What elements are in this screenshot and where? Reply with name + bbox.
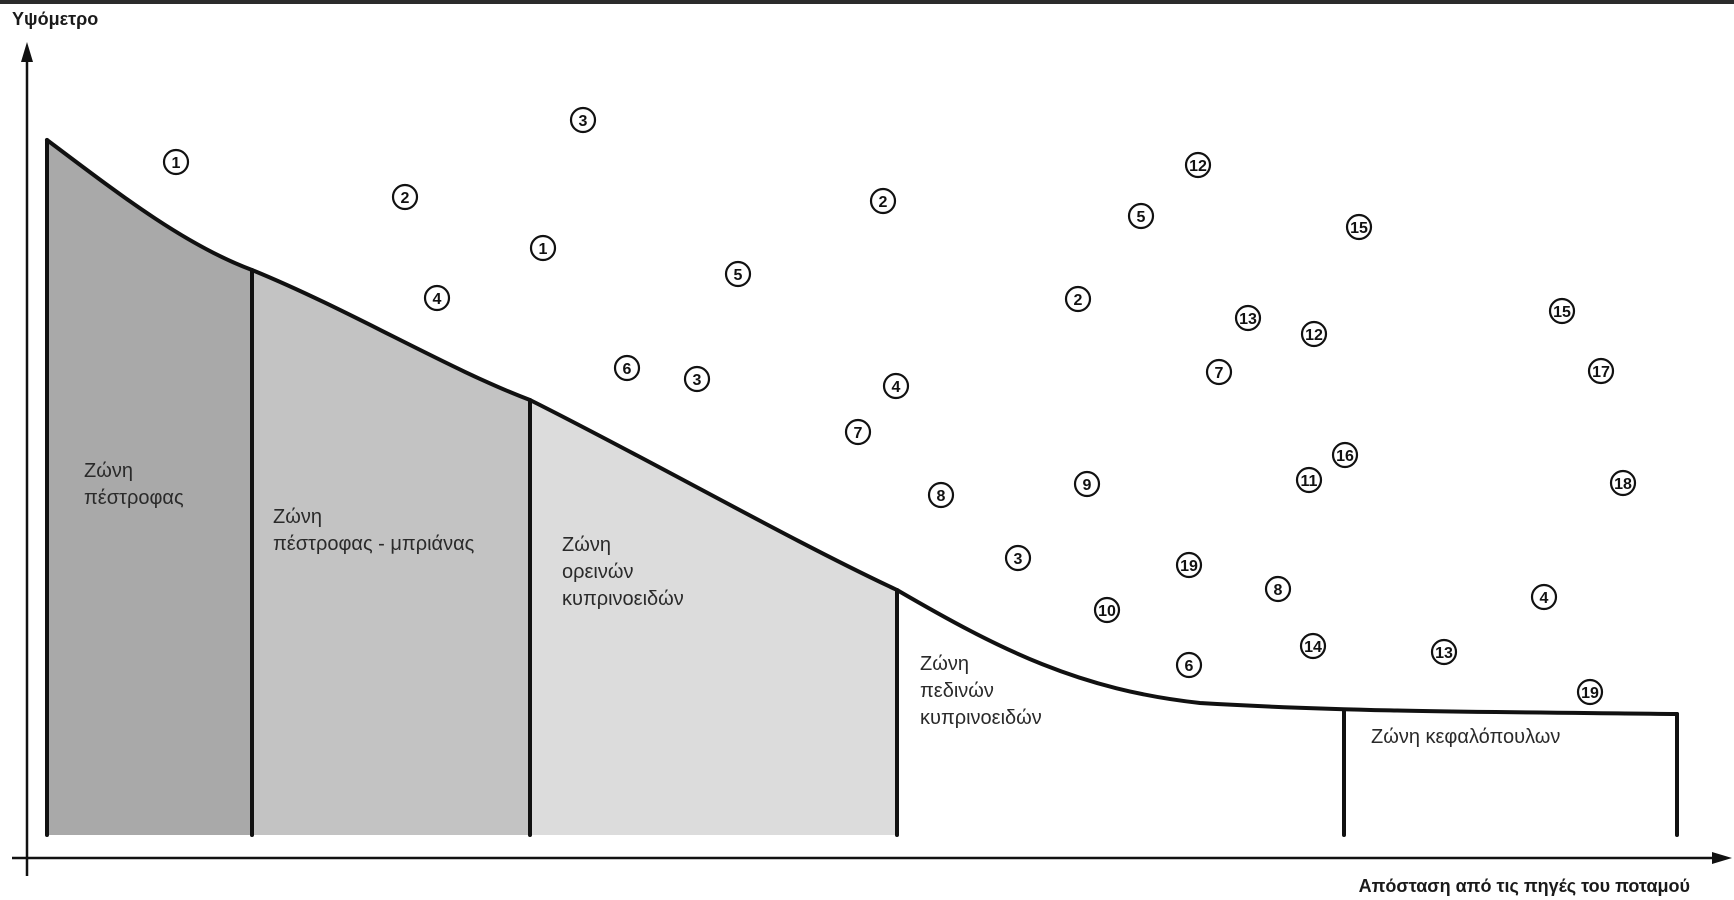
species-number-marker: 11 [1297, 468, 1321, 492]
species-number-marker: 15 [1550, 299, 1574, 323]
species-number-label: 18 [1614, 476, 1632, 493]
species-number-label: 8 [937, 488, 946, 505]
species-number-label: 6 [1185, 658, 1194, 675]
species-number-marker: 19 [1578, 680, 1602, 704]
species-number-marker: 4 [1532, 585, 1556, 609]
species-number-label: 9 [1083, 477, 1092, 494]
species-number-marker: 5 [726, 262, 750, 286]
species-number-marker: 3 [571, 108, 595, 132]
species-number-marker: 13 [1432, 640, 1456, 664]
species-number-marker: 10 [1095, 598, 1119, 622]
species-number-marker: 7 [1207, 360, 1231, 384]
y-axis-arrow [21, 42, 33, 62]
species-number-label: 4 [433, 291, 442, 308]
species-number-label: 14 [1304, 639, 1322, 656]
x-axis-arrow [1712, 852, 1732, 864]
species-number-label: 4 [892, 379, 901, 396]
species-number-label: 13 [1435, 645, 1453, 662]
species-number-label: 5 [1137, 209, 1146, 226]
species-number-label: 2 [879, 194, 888, 211]
species-number-marker: 17 [1589, 359, 1613, 383]
zone-mountain-cyprinid-area [530, 400, 897, 835]
species-number-label: 12 [1305, 327, 1323, 344]
species-number-marker: 14 [1301, 634, 1325, 658]
species-number-label: 3 [579, 113, 588, 130]
species-number-marker: 9 [1075, 472, 1099, 496]
species-number-marker: 1 [531, 236, 555, 260]
species-number-label: 1 [172, 155, 181, 172]
species-number-label: 7 [854, 425, 863, 442]
species-number-label: 1 [539, 241, 548, 258]
species-number-label: 15 [1350, 220, 1368, 237]
species-number-marker: 2 [393, 185, 417, 209]
species-number-label: 8 [1274, 582, 1283, 599]
species-number-label: 7 [1215, 365, 1224, 382]
species-number-label: 2 [401, 190, 410, 207]
species-number-marker: 4 [884, 374, 908, 398]
species-number-marker: 7 [846, 420, 870, 444]
species-number-label: 6 [623, 361, 632, 378]
zone-label-mullet: Ζώνη κεφαλόπουλων [1371, 724, 1560, 751]
species-number-marker: 2 [1066, 287, 1090, 311]
species-number-marker: 8 [929, 483, 953, 507]
species-number-label: 2 [1074, 292, 1083, 309]
species-number-label: 16 [1336, 448, 1354, 465]
species-number-marker: 5 [1129, 204, 1153, 228]
species-number-label: 3 [693, 372, 702, 389]
species-number-label: 19 [1180, 558, 1198, 575]
y-axis-label: Υψόμετρο [12, 9, 98, 30]
species-number-marker: 16 [1333, 443, 1357, 467]
species-number-marker: 13 [1236, 306, 1260, 330]
species-number-marker: 15 [1347, 215, 1371, 239]
species-number-marker: 6 [1177, 653, 1201, 677]
species-number-marker: 6 [615, 356, 639, 380]
species-number-label: 11 [1301, 473, 1318, 490]
species-number-label: 4 [1540, 590, 1549, 607]
species-number-marker: 3 [1006, 546, 1030, 570]
species-number-label: 3 [1014, 551, 1023, 568]
species-number-marker: 18 [1611, 471, 1635, 495]
species-number-marker: 8 [1266, 577, 1290, 601]
species-number-marker: 1 [164, 150, 188, 174]
species-number-marker: 12 [1186, 153, 1210, 177]
x-axis-label: Απόσταση από τις πηγές του ποταμού [1359, 876, 1690, 897]
species-number-marker: 2 [871, 189, 895, 213]
species-number-label: 10 [1098, 603, 1116, 620]
species-number-marker: 19 [1177, 553, 1201, 577]
species-number-label: 15 [1553, 304, 1571, 321]
species-number-label: 13 [1239, 311, 1257, 328]
species-number-label: 12 [1189, 158, 1207, 175]
species-number-label: 5 [734, 267, 743, 284]
species-number-marker: 4 [425, 286, 449, 310]
species-number-label: 19 [1581, 685, 1599, 702]
species-number-marker: 3 [685, 367, 709, 391]
species-number-marker: 12 [1302, 322, 1326, 346]
species-number-label: 17 [1592, 364, 1610, 381]
